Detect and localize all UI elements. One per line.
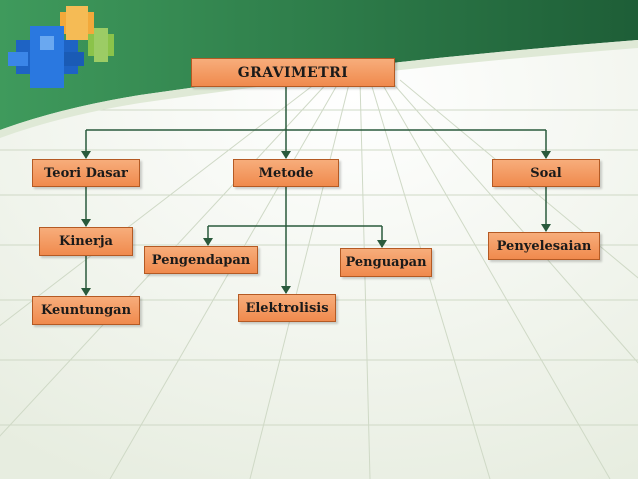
- node-teori-dasar: Teori Dasar: [32, 159, 140, 187]
- node-penguapan: Penguapan: [340, 248, 432, 277]
- node-gravimetri: GRAVIMETRI: [191, 58, 395, 87]
- node-kinerja: Kinerja: [39, 227, 133, 256]
- connector-lines: [85, 87, 547, 295]
- node-penyelesaian: Penyelesaian: [488, 232, 600, 260]
- cubes-logo-icon: [8, 6, 114, 88]
- grid-lines: [0, 79, 638, 479]
- node-metode: Metode: [233, 159, 339, 187]
- node-pengendapan: Pengendapan: [144, 246, 258, 274]
- connector-arrowheads: [81, 151, 551, 296]
- node-soal: Soal: [492, 159, 600, 187]
- node-keuntungan: Keuntungan: [32, 296, 140, 325]
- node-elektrolisis: Elektrolisis: [238, 294, 336, 322]
